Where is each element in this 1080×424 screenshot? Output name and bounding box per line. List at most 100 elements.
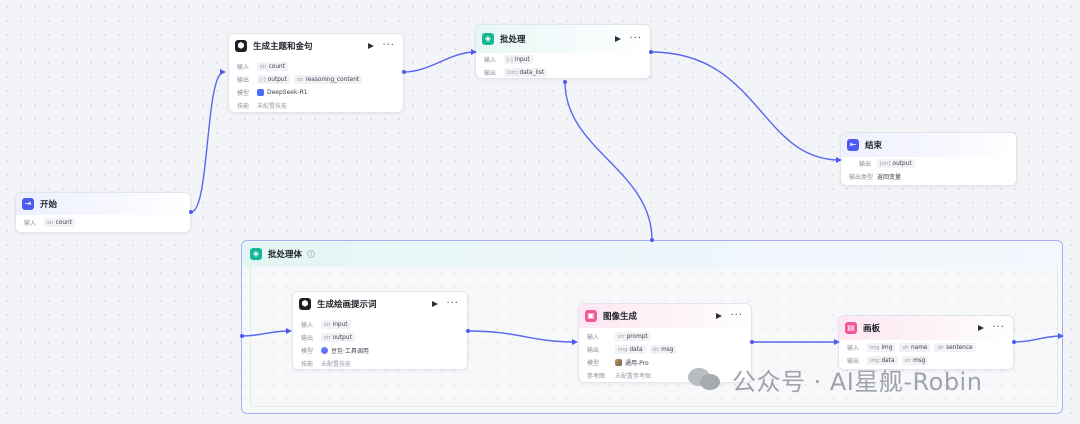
more-icon[interactable]: ··· xyxy=(992,322,1005,333)
llm-icon: ⬢ xyxy=(235,40,247,52)
output-label: 输出 xyxy=(237,77,250,84)
node-title: 结束 xyxy=(865,141,883,151)
node-end-body: 输出 [str]output 输出类型 返回变量 xyxy=(841,157,1016,187)
edge-start-to-gen-theme xyxy=(190,71,225,213)
node-canvas-header: ▤ 画板 ··· xyxy=(839,316,1013,340)
model-label: 模型 xyxy=(587,360,600,367)
more-icon[interactable]: ··· xyxy=(629,33,642,44)
skill-label: 技能 xyxy=(301,361,314,368)
arrow-gen-theme-in xyxy=(220,69,226,75)
input-label: 输入 xyxy=(301,322,314,329)
model-value: 通用-Pro xyxy=(615,358,649,367)
node-gen-theme-header: ⬢ 生成主题和金句 ··· xyxy=(229,34,403,58)
output-row: 输出 [str]output xyxy=(849,157,1008,170)
node-end[interactable]: ⇤ 结束 输出 [str]output 输出类型 返回变量 xyxy=(840,132,1017,186)
output-type-value: 返回变量 xyxy=(877,174,902,181)
more-icon[interactable]: ··· xyxy=(730,310,743,321)
info-icon[interactable]: i xyxy=(307,250,316,258)
more-icon[interactable]: ··· xyxy=(446,298,459,309)
input-label: 输入 xyxy=(484,57,497,64)
model-label: 模型 xyxy=(301,348,314,355)
input-label: 输入 xyxy=(24,220,37,227)
image-model-icon xyxy=(615,359,622,366)
batch-icon: ◈ xyxy=(482,33,494,45)
model-value: 豆包·工具调用 xyxy=(321,346,369,355)
run-icon[interactable] xyxy=(978,325,985,331)
output-label: 输出 xyxy=(301,335,314,342)
node-title: 图像生成 xyxy=(603,312,638,322)
end-icon: ⇤ xyxy=(847,139,859,151)
start-icon: ⇥ xyxy=(22,198,34,210)
output-label: 输出 xyxy=(847,358,860,365)
node-start-header: ⇥ 开始 xyxy=(16,193,190,215)
model-label: 模型 xyxy=(237,90,250,97)
ref-label: 参考图 xyxy=(587,373,606,380)
output-row: 输出 [str]data_list xyxy=(484,66,642,79)
node-end-header: ⇤ 结束 xyxy=(841,133,1016,157)
input-label: 输入 xyxy=(847,345,860,352)
var-tag: [str]output xyxy=(877,159,915,168)
run-icon[interactable] xyxy=(615,36,622,42)
canvas-icon: ▤ xyxy=(845,322,857,334)
node-title: 画板 xyxy=(863,324,881,334)
node-batch[interactable]: ◈ 批处理 ··· 输入 [-]input 输出 [str]data_list xyxy=(475,24,651,79)
wechat-icon xyxy=(682,364,724,394)
model-row: 模型 通用-Pro xyxy=(587,356,743,369)
node-title: 批处理 xyxy=(500,35,526,45)
skill-value: 未配置技能 xyxy=(257,103,288,110)
skill-row: 技能 未配置技能 xyxy=(237,99,395,112)
run-icon[interactable] xyxy=(716,313,723,319)
run-icon[interactable] xyxy=(432,301,439,307)
node-batch-body: 输入 [-]input 输出 [str]data_list xyxy=(476,53,650,83)
model-row: 模型 DeepSeek-R1 xyxy=(237,86,395,99)
edge-gen-theme-to-batch xyxy=(403,51,476,73)
model-row: 模型 豆包·工具调用 xyxy=(301,344,459,357)
node-gen-prompt-header: ⬢ 生成绘画提示词 ··· xyxy=(293,292,467,316)
loop-body-header: ◈ 批处理体 i xyxy=(242,241,1062,267)
watermark: 公众号 · AI星舰-Robin xyxy=(682,364,982,396)
output-type-row: 输出类型 返回变量 xyxy=(849,170,1008,183)
skill-value: 未配置技能 xyxy=(321,361,352,368)
run-icon[interactable] xyxy=(368,43,375,49)
var-tag: [-]input xyxy=(504,55,533,64)
more-icon[interactable]: ··· xyxy=(382,40,395,51)
input-label: 输入 xyxy=(237,64,250,71)
edge-batch-to-end xyxy=(650,51,841,161)
node-batch-header: ◈ 批处理 ··· xyxy=(476,25,650,53)
input-label: 输入 xyxy=(587,334,600,341)
output-label: 输出 xyxy=(858,161,871,168)
batch-icon: ◈ xyxy=(250,248,262,260)
node-image-gen-header: ▣ 图像生成 ··· xyxy=(579,304,751,328)
model-value: DeepSeek-R1 xyxy=(257,89,308,96)
var-tag: [-]output xyxy=(257,75,290,84)
output-type-label: 输出类型 xyxy=(849,174,874,181)
